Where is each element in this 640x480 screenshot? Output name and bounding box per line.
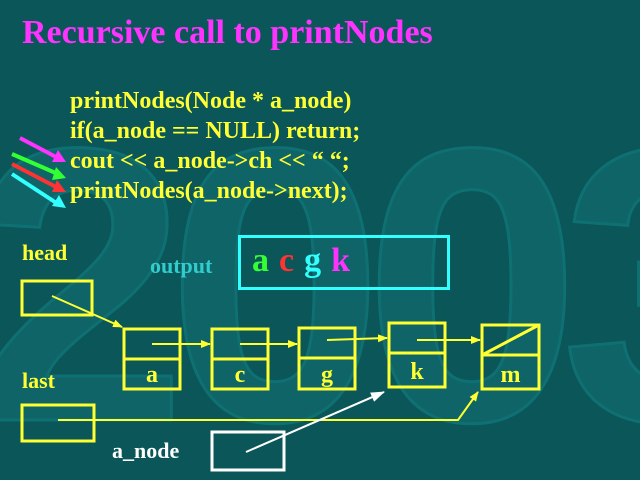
output-char-2: c <box>279 242 295 279</box>
code-line-4: printNodes(a_node->next); <box>70 178 348 204</box>
node-c-value: c <box>234 362 246 388</box>
next-arrow-g-k <box>326 334 388 343</box>
a-node-pointer-box <box>210 430 286 472</box>
recursion-arrow-red <box>11 162 66 192</box>
head-arrow <box>51 295 123 328</box>
code-line-1: printNodes(Node * a_node) <box>70 88 352 114</box>
a-node-label: a_node <box>112 438 180 463</box>
recursion-arrow-green <box>11 152 66 180</box>
page-title: Recursive call to printNodes <box>22 14 433 51</box>
recursion-arrow-cyan <box>10 172 66 208</box>
node-a <box>122 327 182 391</box>
output-char-3: g <box>304 242 322 279</box>
last-label: last <box>22 368 55 393</box>
output-char-1: a <box>252 242 269 279</box>
node-k <box>387 321 447 389</box>
node-k-value: k <box>410 359 424 385</box>
node-c <box>210 327 270 391</box>
node-m <box>480 323 541 391</box>
last-arrow <box>58 391 479 421</box>
node-a-value: a <box>146 362 158 388</box>
head-label: head <box>22 240 68 265</box>
head-pointer-box <box>20 279 94 317</box>
recursion-arrow-magenta <box>19 136 66 162</box>
output-label: output <box>150 253 213 278</box>
a-node-arrow <box>245 391 385 453</box>
recursion-arrows <box>10 136 66 208</box>
watermark-text: 2003 <box>0 67 640 480</box>
output-char-4: k <box>331 242 351 279</box>
output-box <box>238 235 450 290</box>
last-pointer-box <box>20 403 96 443</box>
node-g <box>297 326 357 391</box>
null-slash <box>483 324 538 356</box>
node-m-value: m <box>500 362 521 388</box>
code-line-2: if(a_node == NULL) return; <box>70 118 361 144</box>
code-line-3: cout << a_node->ch << “ “; <box>70 148 350 174</box>
node-g-value: g <box>321 362 333 388</box>
